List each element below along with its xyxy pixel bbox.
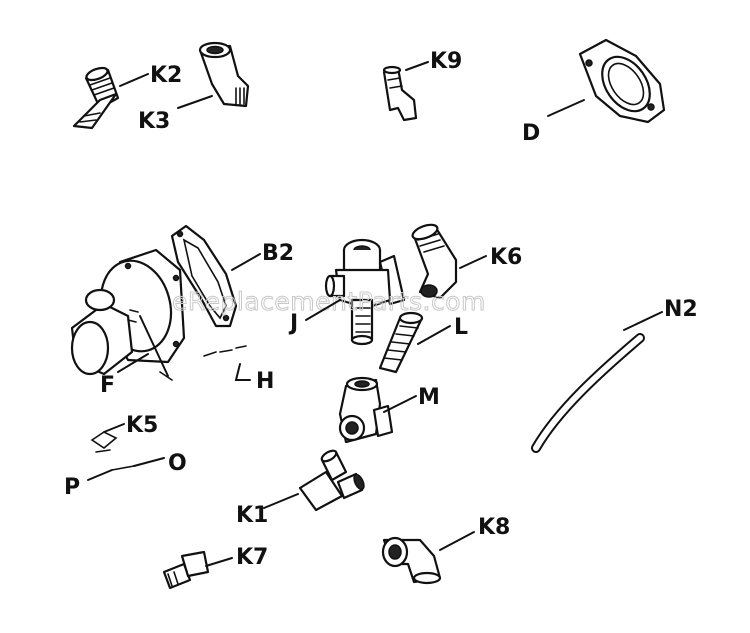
label-b2: B2 — [262, 241, 294, 266]
label-k8: K8 — [478, 515, 510, 540]
part-k6-elbow — [411, 223, 458, 300]
label-k1: K1 — [236, 503, 268, 528]
label-k3: K3 — [138, 109, 170, 134]
part-m-tee — [338, 376, 394, 444]
part-k8-elbow — [381, 536, 442, 585]
part-j-valve — [324, 238, 406, 346]
part-b2-gasket — [170, 224, 238, 328]
label-k2: K2 — [150, 63, 182, 88]
label-m: M — [418, 385, 440, 410]
part-k7-fitting — [162, 550, 210, 590]
watermark-text: eReplacementParts.com — [172, 287, 486, 316]
leader-lines — [87, 61, 663, 567]
part-k9-small-tee — [382, 65, 418, 122]
part-k2-elbow-fitting — [72, 66, 120, 130]
part-n2-hose — [531, 333, 645, 453]
label-p: P — [64, 475, 80, 500]
part-k3-elbow — [198, 41, 250, 108]
label-d: D — [522, 121, 540, 146]
label-f: F — [100, 373, 115, 398]
part-labels: K2 K3 K9 D B2 K6 J L N2 F H M K5 O P K1 … — [64, 49, 698, 570]
part-k5-fitting — [90, 431, 118, 453]
label-n2: N2 — [664, 297, 698, 322]
label-k7: K7 — [236, 545, 268, 570]
label-k9: K9 — [430, 49, 462, 74]
label-j: J — [288, 311, 298, 336]
label-k5: K5 — [126, 413, 158, 438]
part-l-nipple — [378, 311, 424, 374]
part-h-clip — [203, 345, 251, 381]
part-d-flange — [578, 38, 666, 124]
label-h: H — [256, 369, 274, 394]
part-k1-fitting — [298, 449, 365, 512]
part-f-pump-housing — [70, 248, 186, 381]
label-o: O — [168, 451, 187, 476]
label-l: L — [454, 315, 468, 340]
part-o-fitting — [111, 465, 135, 471]
label-k6: K6 — [490, 245, 522, 270]
